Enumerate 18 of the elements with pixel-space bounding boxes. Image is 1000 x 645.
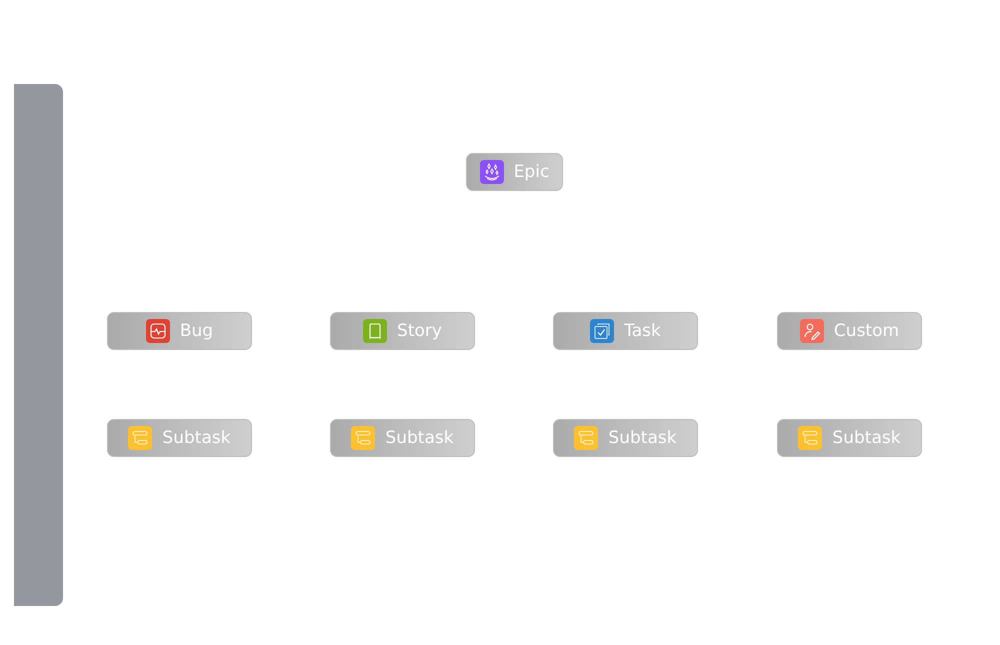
item-label: Subtask: [832, 428, 901, 448]
item-card: [466, 153, 563, 191]
item-label: Subtask: [385, 428, 454, 448]
item-card: [777, 312, 922, 350]
item-card: [330, 419, 475, 457]
item-card: [553, 419, 698, 457]
item-label: Story: [397, 321, 442, 341]
item-card: [330, 312, 475, 350]
item-card: [553, 312, 698, 350]
item-label: Custom: [834, 321, 900, 341]
item-label: Subtask: [162, 428, 231, 448]
item-label: Bug: [180, 321, 214, 341]
item-card: [107, 312, 252, 350]
item-label: Subtask: [608, 428, 677, 448]
item-label: Epic: [514, 162, 550, 182]
item-card: [777, 419, 922, 457]
item-card: [107, 419, 252, 457]
item-label: Task: [624, 321, 661, 341]
